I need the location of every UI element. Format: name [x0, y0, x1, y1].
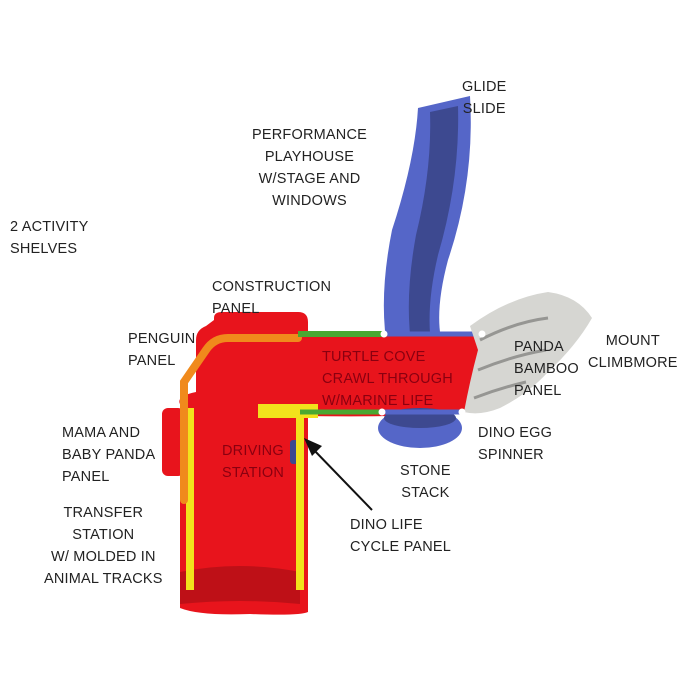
label-performance-playhouse: PERFORMANCE PLAYHOUSE W/STAGE AND WINDOW… [252, 127, 367, 209]
label-dino-egg-spinner: DINO EGG SPINNER [478, 425, 553, 463]
label-penguin-panel: PENGUIN PANEL [128, 331, 196, 369]
green-rails [298, 331, 384, 415]
label-transfer-station: TRANSFER STATION W/ MOLDED IN ANIMAL TRA… [44, 505, 163, 587]
label-turtle-cove: TURTLE COVE CRAWL THROUGH W/MARINE LIFE [322, 349, 453, 409]
support-posts [186, 404, 304, 590]
label-panda-bamboo-panel: PANDA BAMBOO PANEL [514, 339, 579, 399]
label-stone-stack: STONE STACK [400, 463, 451, 501]
blue-rails [382, 331, 482, 415]
label-driving-station: DRIVING STATION [222, 443, 285, 481]
label-activity-shelves: 2 ACTIVITY SHELVES [10, 219, 89, 257]
label-mama-baby-panda: MAMA AND BABY PANDA PANEL [62, 425, 156, 485]
transfer-station-tower [162, 312, 308, 615]
label-glide-slide: GLIDE SLIDE [462, 79, 507, 117]
orange-handrail [180, 334, 302, 504]
label-mount-climbmore: MOUNT CLIMBMORE [588, 333, 678, 371]
dino-life-cycle-pointer [304, 438, 373, 511]
mount-climbmore-shape [464, 292, 592, 414]
rail-joints [378, 330, 486, 416]
label-dino-life-cycle: DINO LIFE CYCLE PANEL [350, 517, 452, 555]
label-construction-panel: CONSTRUCTION PANEL [212, 279, 332, 317]
turtle-cove-body [298, 332, 496, 417]
glide-slide-shape [383, 96, 471, 352]
